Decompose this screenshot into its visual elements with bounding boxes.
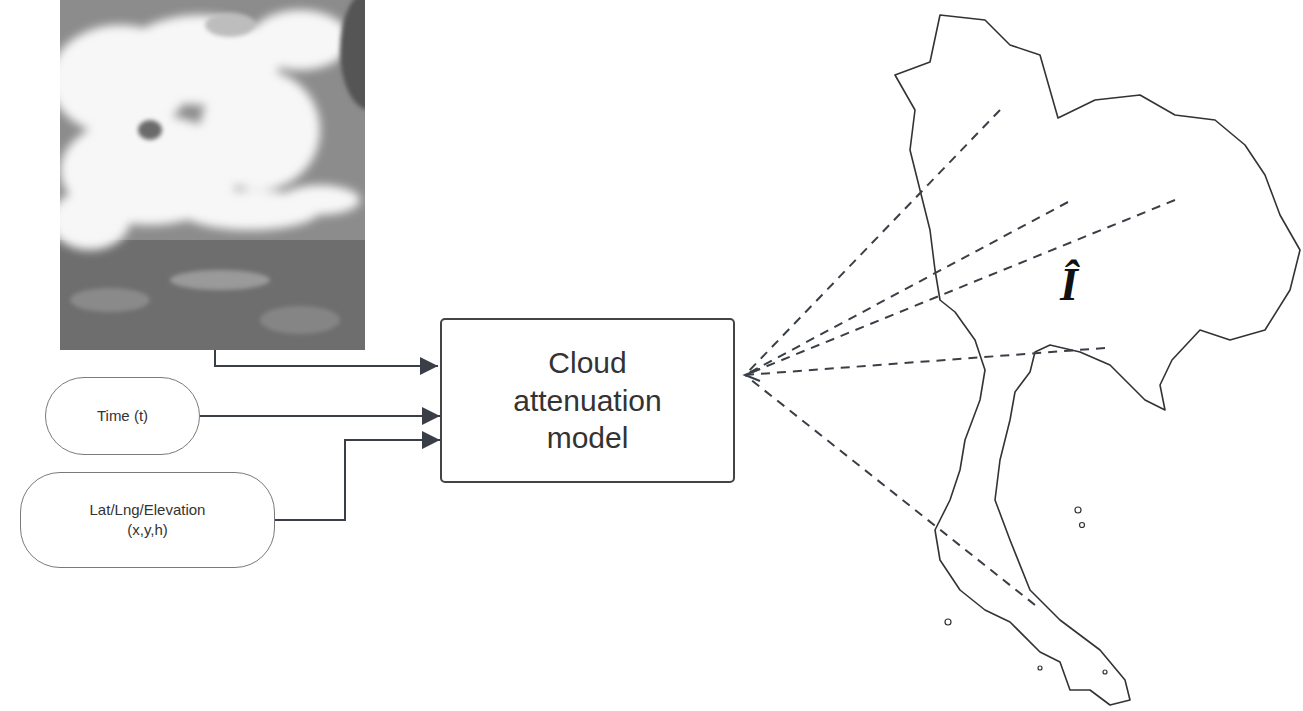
node-text: Lat/Lng/Elevation (x,y,h) — [78, 500, 218, 541]
process-box: Cloud attenuation model — [440, 318, 735, 483]
satellite-image — [60, 0, 365, 350]
connector-arrow — [200, 415, 440, 417]
node-text: Time (t) — [97, 406, 148, 426]
islands — [945, 507, 1107, 674]
ray-arrowhead — [745, 369, 760, 381]
connector-arrow — [275, 440, 440, 520]
image-arrow — [215, 350, 438, 366]
node-text: Cloud attenuation model — [483, 344, 693, 457]
input-pill: Time (t) — [45, 377, 200, 455]
dashed-rays — [745, 110, 1175, 605]
output-symbol: Î — [1060, 262, 1078, 308]
input-pill: Lat/Lng/Elevation (x,y,h) — [20, 472, 275, 568]
